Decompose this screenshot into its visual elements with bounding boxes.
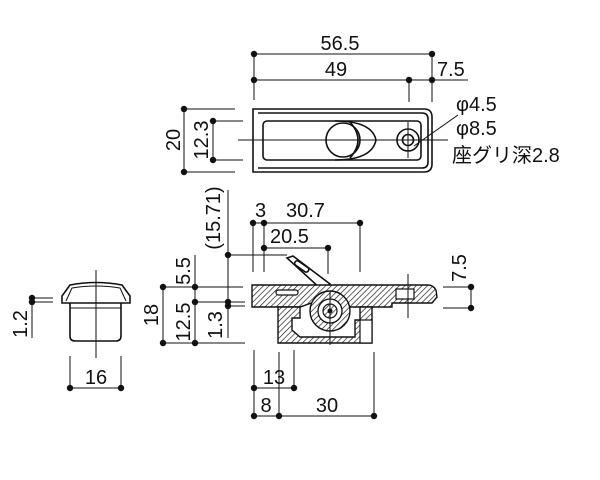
dim-15-71-ref: (15.71) [203, 186, 225, 249]
cap-head [61, 281, 131, 304]
lever-arm [285, 255, 332, 292]
dim-1-3: 1.3 [205, 311, 227, 339]
dim-30: 30 [316, 395, 338, 417]
cap-view: 16 1.2 [10, 270, 131, 392]
callout-hole-diameter: φ4.5 [456, 94, 497, 116]
section-view: 3 30.7 20.5 (15.71) 5.5 18 12.5 1.3 7.5 [141, 186, 475, 420]
dim-16: 16 [85, 367, 107, 389]
dim-56-5: 56.5 [321, 33, 360, 55]
dim-12-3: 12.3 [191, 121, 213, 160]
dim-8: 8 [260, 395, 271, 417]
dim-5-5: 5.5 [173, 257, 195, 285]
plate-outline [252, 108, 433, 173]
dim-20: 20 [163, 129, 185, 151]
callout-counterbore-diameter: φ8.5 [456, 118, 497, 140]
dim-7-5-side: 7.5 [449, 254, 471, 282]
dim-18: 18 [141, 304, 163, 326]
dim-13: 13 [263, 367, 285, 389]
dim-7-5-top: 7.5 [437, 59, 465, 81]
dim-49: 49 [325, 59, 347, 81]
callout-leader [413, 114, 459, 147]
dim-1-2: 1.2 [10, 310, 32, 338]
dim-12-5: 12.5 [173, 303, 195, 342]
top-view: 56.5 49 7.5 20 12.3 φ4.5 φ8.5 座グリ深2.8 [163, 33, 560, 176]
dim-3: 3 [255, 200, 266, 222]
callout-counterbore-depth: 座グリ深2.8 [452, 144, 560, 167]
dim-30-7: 30.7 [286, 200, 325, 222]
dim-20-5: 20.5 [270, 226, 309, 248]
